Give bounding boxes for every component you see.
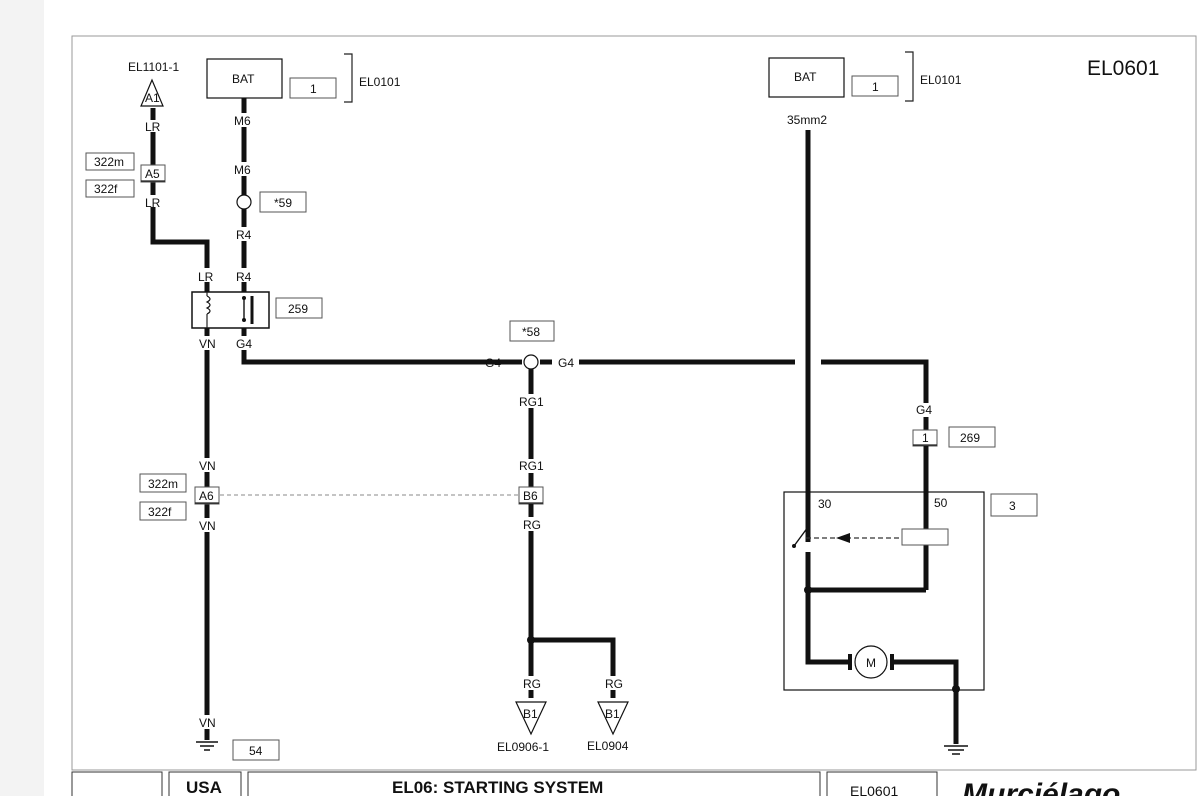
splice-58-box	[509, 320, 555, 342]
wire-g4-label-4: G4	[916, 403, 932, 417]
relay-259-label: 259	[288, 302, 308, 316]
connector-269-label: 269	[960, 431, 980, 445]
connector-b1-left-label: B1	[523, 707, 538, 721]
footer-code: EL0601	[850, 783, 898, 796]
splice-58-icon	[523, 354, 539, 370]
battery-right-num-box	[851, 75, 899, 97]
box-322m-2	[139, 473, 187, 493]
wire-rg-label-3: RG	[605, 677, 623, 691]
connector-b1-left-icon	[515, 701, 547, 736]
battery-left-num: 1	[310, 82, 317, 96]
box-322f-2	[139, 501, 187, 521]
wire-r4-label-2: R4	[236, 270, 252, 284]
box-322f	[85, 179, 135, 198]
footer-title: EL06: STARTING SYSTEM	[392, 778, 603, 796]
starter-3-box	[990, 493, 1038, 517]
ground-right-icon	[944, 745, 968, 755]
ref-el0904: EL0904	[587, 739, 629, 753]
wire-internal-1	[805, 552, 926, 593]
motor-label: M	[866, 656, 876, 670]
wire-lr-to-relay	[150, 212, 210, 292]
wire-vn-label-4: VN	[199, 716, 216, 730]
connector-b1-right-label: B1	[605, 707, 620, 721]
solenoid-arrow-icon	[836, 533, 850, 543]
footer-bar	[71, 771, 938, 796]
connector-a6-icon	[194, 486, 220, 505]
relay-259	[191, 291, 270, 329]
wire-35mm2-label: 35mm2	[787, 113, 827, 127]
wire-rg	[528, 504, 616, 698]
connector-1-label: 1	[922, 431, 929, 445]
box-322m	[85, 152, 135, 171]
wire-g4-label: G4	[236, 337, 252, 351]
splice-59-box	[259, 191, 307, 213]
wire-g4-to-269	[821, 359, 929, 432]
wire-lr-label: LR	[145, 120, 161, 134]
wire-internal-2	[805, 590, 850, 665]
wire-m6-label: M6	[234, 114, 251, 128]
starter-pin-50: 50	[934, 496, 948, 510]
wire-g4-left	[241, 328, 522, 365]
connector-a1-label: A1	[145, 91, 160, 105]
label-322f-2: 322f	[148, 505, 172, 519]
wire-rg1-label: RG1	[519, 395, 544, 409]
wiring-diagram: EL0601 EL1101-1 A1 LR 322m A5 322f LR LR…	[71, 35, 1197, 796]
battery-box-right	[768, 57, 845, 98]
wire-rg-label-2: RG	[523, 677, 541, 691]
diagram-frame	[71, 35, 1197, 771]
wire-lr-label-3: LR	[198, 270, 214, 284]
ref-el1101: EL1101-1	[128, 60, 179, 74]
footer-region: USA	[186, 778, 222, 796]
wire-rg-label: RG	[523, 518, 541, 532]
wire-vn-label: VN	[199, 337, 216, 351]
wire-g4-label-2: G4	[485, 356, 501, 370]
battery-box-left	[206, 58, 283, 99]
solenoid-switch-icon	[793, 526, 809, 547]
wire-rg1-label-2: RG1	[519, 459, 544, 473]
label-322m-2: 322m	[148, 477, 178, 491]
connector-b1-right-icon	[597, 701, 629, 736]
connector-b6-label: B6	[523, 489, 538, 503]
ground-left-icon	[196, 741, 218, 751]
starter-pin-30: 30	[818, 497, 832, 511]
label-322m: 322m	[94, 155, 124, 169]
wire-g4-label-3: G4	[558, 356, 574, 370]
relay-259-box	[275, 297, 323, 319]
battery-left-num-box	[289, 77, 337, 99]
splice-59-label: *59	[274, 196, 292, 210]
wire-motor-ground	[892, 659, 959, 744]
solenoid-coil	[901, 528, 949, 546]
splice-58-label: *58	[522, 325, 540, 339]
battery-right-label: BAT	[794, 70, 817, 84]
starter-motor-box	[783, 491, 985, 691]
wire-m6-label-2: M6	[234, 163, 251, 177]
diagram-page: EL0601 EL1101-1 A1 LR 322m A5 322f LR LR…	[44, 0, 1200, 796]
splice-59-icon	[236, 194, 252, 210]
battery-left-ref: EL0101	[359, 75, 401, 89]
label-322f: 322f	[94, 182, 118, 196]
motor-icon	[854, 645, 888, 679]
ground-54-box	[232, 739, 280, 761]
wire-vn-label-3: VN	[199, 519, 216, 533]
connector-a5-icon	[140, 164, 166, 183]
battery-right-num: 1	[872, 80, 879, 94]
diagram-code: EL0601	[1087, 57, 1159, 80]
ref-el0906: EL0906-1	[497, 740, 549, 754]
relay-coil-icon	[205, 295, 211, 315]
footer-brand: Murciélago	[962, 778, 1120, 796]
wire-lr-label-2: LR	[145, 196, 161, 210]
connector-a6-label: A6	[199, 489, 214, 503]
starter-3-label: 3	[1009, 499, 1016, 513]
wire-vn-label-2: VN	[199, 459, 216, 473]
wire-r4-label: R4	[236, 228, 252, 242]
battery-left-label: BAT	[232, 72, 255, 86]
battery-right-ref: EL0101	[920, 73, 962, 87]
connector-a1-icon	[140, 78, 164, 107]
ground-54-label: 54	[249, 744, 263, 758]
connector-a5-label: A5	[145, 167, 160, 181]
connector-269-box	[948, 426, 996, 448]
